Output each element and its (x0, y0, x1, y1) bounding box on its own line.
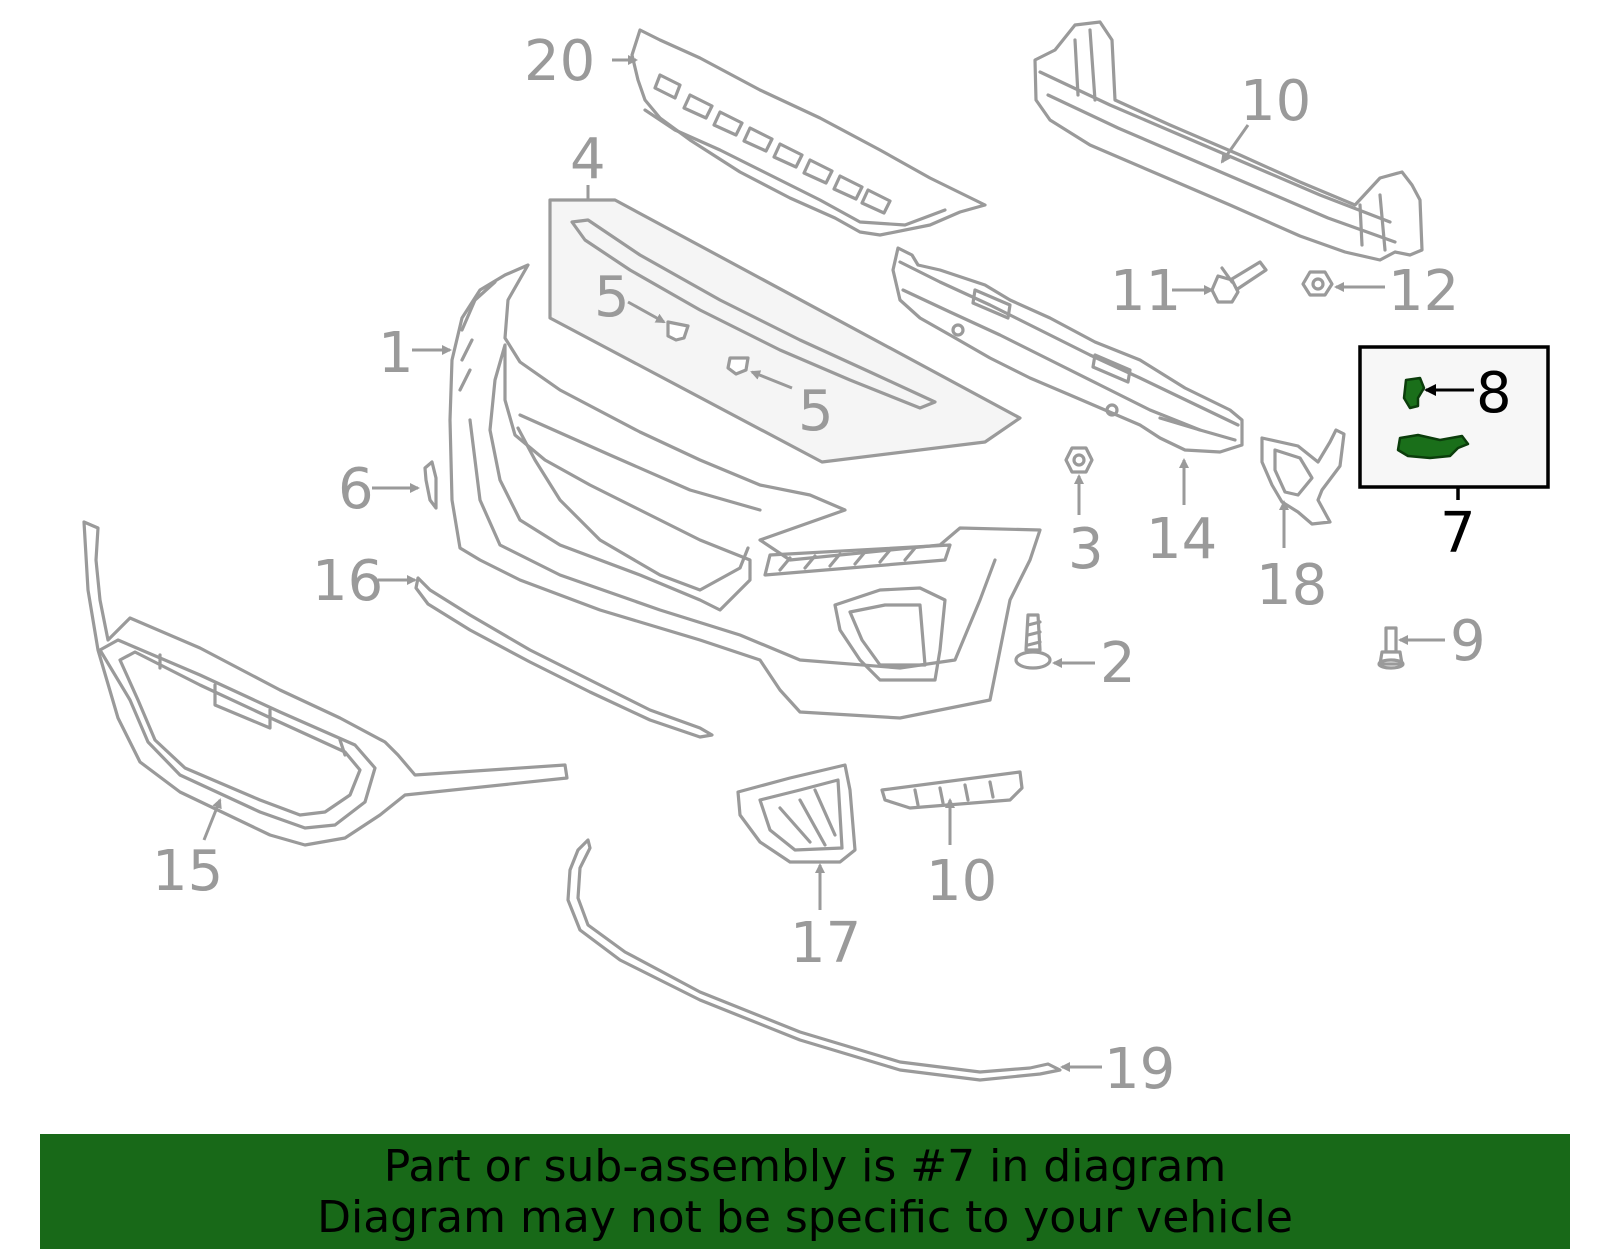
part-7-highlight-box (1358, 345, 1550, 500)
callout-8: 8 (1476, 361, 1512, 426)
callout-10: 10 (926, 849, 997, 914)
part-11-reinforcement-beam (1033, 20, 1424, 262)
callout-15: 15 (152, 839, 223, 904)
callout-13: 12 (1388, 259, 1459, 324)
callout-1: 1 (378, 321, 414, 386)
part-3-nut (1064, 446, 1094, 474)
part-18-bracket (1260, 428, 1346, 526)
part-10-bracket (880, 770, 1024, 810)
callout-20: 20 (524, 29, 595, 94)
part-1-bumper-cover (448, 263, 1042, 720)
leader-5a (627, 300, 666, 324)
callout-16: 16 (312, 549, 383, 614)
callout-19: 19 (1104, 1037, 1175, 1102)
callout-labels: 20 10 4 5 5 1 11 12 6 3 14 18 7 8 16 2 9… (152, 29, 1512, 1102)
part-19-lip-strip (566, 838, 1062, 1082)
callout-5-lower: 5 (798, 379, 834, 444)
callout-11: 10 (1240, 69, 1311, 134)
leader-11 (1220, 124, 1250, 164)
part-13-nut (1301, 270, 1334, 297)
part-20-upper-shield (630, 28, 987, 237)
callout-3: 3 (1068, 517, 1104, 582)
callout-9: 9 (1450, 609, 1486, 674)
callout-17: 17 (790, 911, 861, 976)
part-4-upper-molding (548, 198, 1022, 464)
part-7-bracket-highlighted (1396, 433, 1470, 460)
callout-18: 18 (1256, 553, 1327, 618)
callout-5-upper: 5 (594, 265, 630, 330)
part-12-bolt (1210, 260, 1268, 304)
part-17-fog-bezel (736, 763, 857, 864)
info-banner: Part or sub-assembly is #7 in diagram Di… (40, 1134, 1570, 1249)
part-15-grille (82, 520, 569, 847)
callout-4: 4 (570, 127, 606, 192)
callout-7: 7 (1440, 501, 1476, 566)
part-2-bolt (1014, 613, 1052, 670)
part-6-retainer (423, 460, 438, 510)
banner-line-2: Diagram may not be specific to your vehi… (317, 1191, 1293, 1243)
banner-line-1: Part or sub-assembly is #7 in diagram (383, 1140, 1227, 1192)
leader-5b (750, 370, 793, 390)
part-14-absorber (891, 246, 1244, 454)
part-16-lower-molding (414, 576, 714, 739)
callout-2: 2 (1100, 631, 1136, 696)
callout-6: 6 (338, 457, 374, 522)
leader-lines (202, 55, 1474, 1072)
part-5-clips (666, 320, 750, 376)
part-8-clip-highlighted (1402, 376, 1426, 410)
callout-12: 11 (1110, 259, 1181, 324)
leader-15 (202, 798, 222, 841)
part-9-screw (1377, 626, 1405, 670)
callout-14: 14 (1146, 507, 1217, 572)
